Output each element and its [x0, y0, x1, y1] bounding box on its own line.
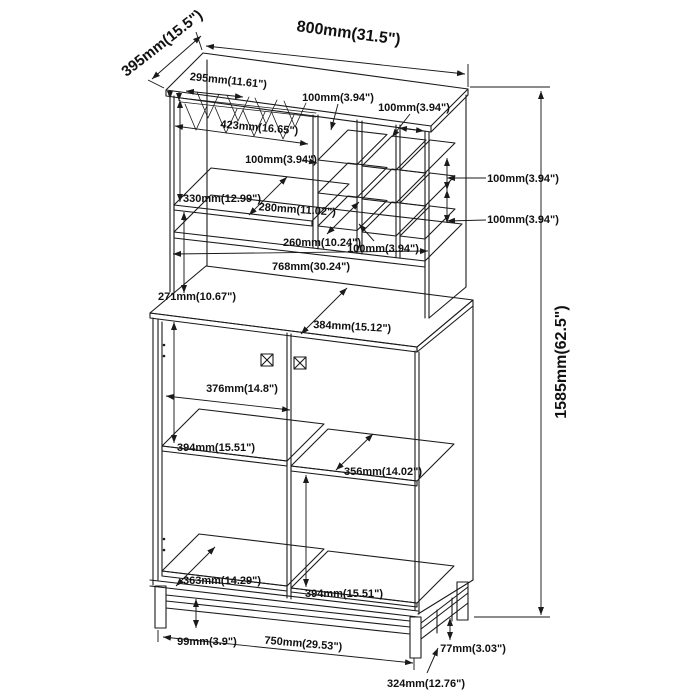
- wine-cubby-grid: [312, 114, 456, 259]
- dim-394-right-label: 394mm(15.51"): [305, 588, 383, 600]
- dim-295-label: 295mm(11.61"): [189, 71, 268, 91]
- dim-100-mid-label: 100mm(3.94"): [245, 154, 317, 166]
- cam-lock-icon: [260, 353, 307, 370]
- dim-768-label: 768mm(30.24"): [272, 261, 350, 273]
- dim-260-label: 260mm(10.24"): [283, 237, 361, 249]
- dim-330-label: 330mm(12.99"): [183, 193, 261, 205]
- dim-423-label: 423mm(16.65"): [220, 119, 299, 138]
- dim-356-label: 356mm(14.02"): [344, 466, 422, 478]
- dim-100-right-upper-label: 100mm(3.94"): [487, 173, 559, 185]
- dim-99-label: 99mm(3.9"): [177, 636, 237, 648]
- lower-interior-shelves: [161, 408, 455, 608]
- shelf-pin-holes: [162, 343, 166, 552]
- dim-77-label: 77mm(3.03"): [440, 643, 506, 655]
- dim-height-1585-label: 1585mm(62.5"): [553, 305, 570, 418]
- dim-271-label: 271mm(10.67"): [158, 291, 236, 303]
- dim-100-bottom-cubby-label: 100mm(3.94"): [347, 243, 419, 255]
- dim-100-top-left-label: 100mm(3.94"): [302, 92, 374, 104]
- dim-363-label: 363mm(14.29"): [183, 575, 261, 587]
- hutch-frame: [169, 59, 467, 319]
- cabinet-structure: [149, 52, 474, 659]
- dim-750-label: 750mm(29.53"): [264, 635, 343, 654]
- dim-100-top-right-label: 100mm(3.94"): [378, 102, 450, 114]
- dimension-lines: [147, 31, 550, 674]
- base-frame: [154, 581, 469, 659]
- dim-394-left-label: 394mm(15.51"): [177, 442, 255, 454]
- dim-100-right-lower-label: 100mm(3.94"): [487, 214, 559, 226]
- dimension-labels: 395mm(15.5") 800mm(31.5") 295mm(11.61") …: [118, 7, 570, 690]
- dim-376-label: 376mm(14.8"): [206, 383, 278, 395]
- dim-280-label: 280mm(11.02"): [258, 201, 336, 218]
- dim-384-label: 384mm(15.12"): [313, 319, 392, 335]
- lower-cabinet-body: [149, 305, 474, 618]
- dim-324-label: 324mm(12.76"): [387, 678, 465, 690]
- dim-width-800-label: 800mm(31.5"): [296, 18, 402, 48]
